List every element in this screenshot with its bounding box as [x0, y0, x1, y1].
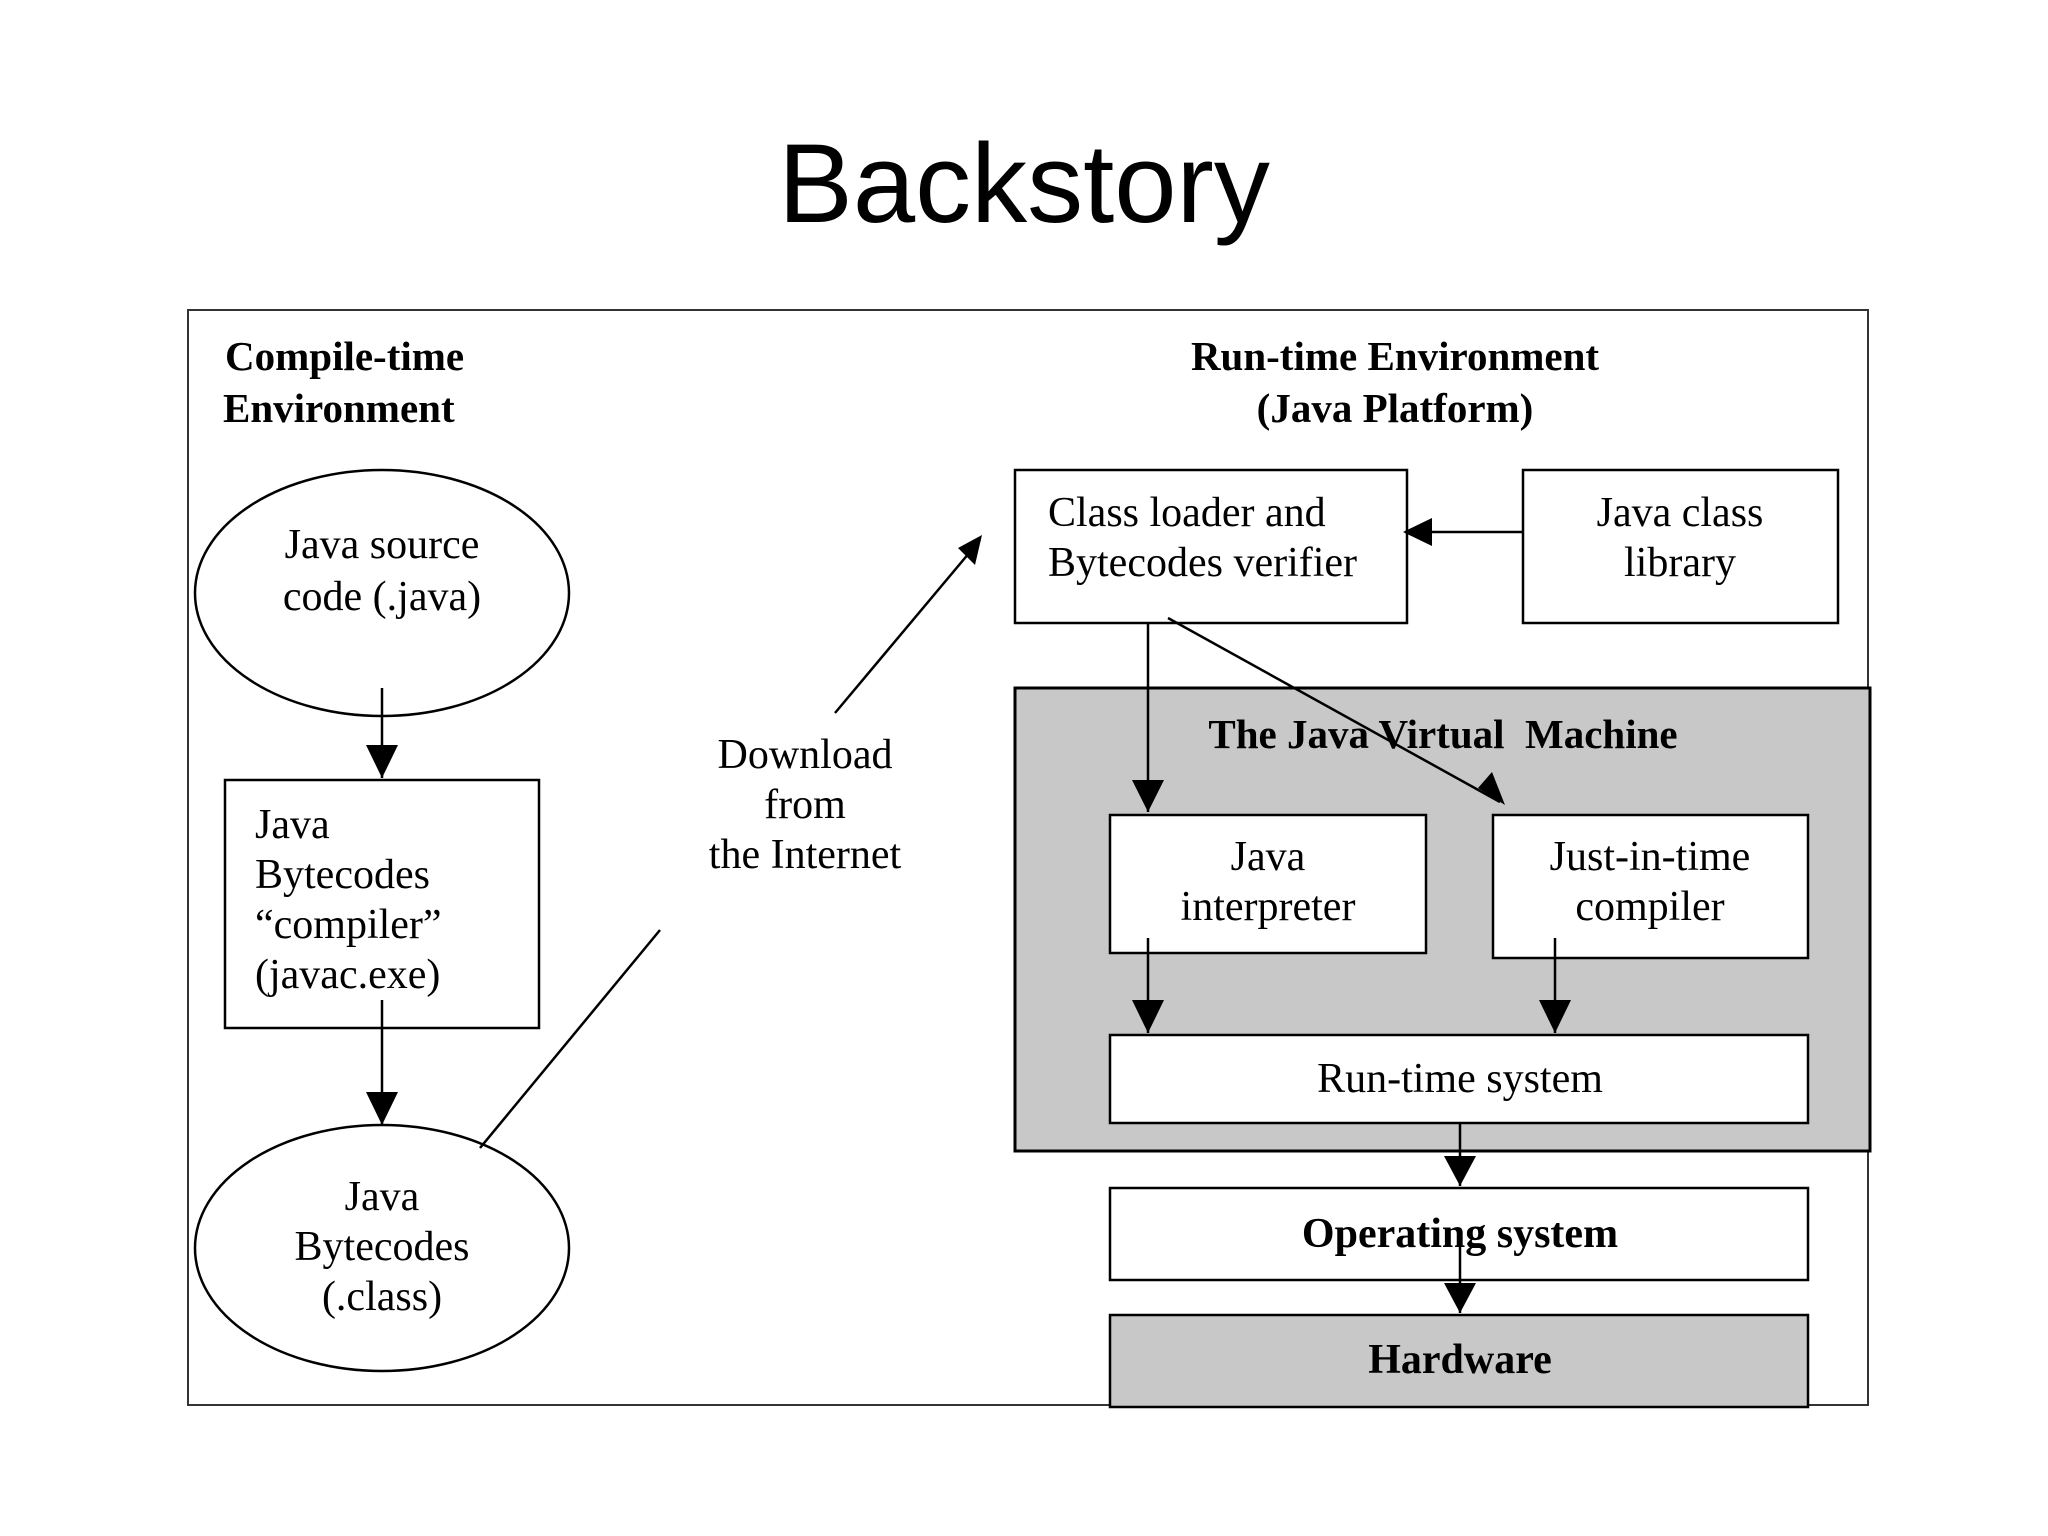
jit-node: Just-in-time compiler — [1491, 813, 1810, 960]
download-line-lower — [479, 929, 661, 1149]
runtime-system-node: Run-time system — [1108, 1033, 1810, 1125]
arrowhead-compiler-to-bytecodes — [366, 1092, 398, 1125]
compiler-box — [223, 778, 541, 1030]
java-source-label-1: Java source — [285, 522, 480, 568]
download-label: Download from the Internet — [709, 732, 902, 878]
interpreter-box — [1108, 813, 1428, 955]
download-label-2: from — [764, 782, 846, 828]
class-library-label-1: Java class — [1597, 490, 1764, 536]
class-loader-node: Class loader and Bytecodes verifier — [1013, 468, 1409, 625]
arrowhead-jit-to-runtime — [1539, 1000, 1571, 1033]
download-line-upper — [834, 539, 981, 714]
arrowhead-source-to-compiler — [366, 745, 398, 778]
bytecodes-label-3: (.class) — [322, 1274, 442, 1320]
compiler-label-4: (javac.exe) — [255, 952, 440, 998]
hardware-node: Hardware — [1108, 1313, 1810, 1409]
jvm-title: The Java Virtual Machine — [1208, 711, 1677, 757]
jit-box — [1491, 813, 1810, 960]
interpreter-node: Java interpreter — [1108, 813, 1428, 955]
bytecodes-label-2: Bytecodes — [295, 1224, 470, 1270]
interpreter-label-2: interpreter — [1181, 884, 1356, 930]
arrow-loader-to-jit — [1167, 616, 1501, 804]
bytecodes-label-1: Java — [345, 1174, 420, 1220]
compile-time-header-line2: Environment — [223, 385, 455, 431]
compiler-label-1: Java — [255, 802, 330, 848]
class-loader-box — [1013, 468, 1409, 625]
class-library-box — [1521, 468, 1840, 625]
arrowhead-download-to-loader — [958, 535, 982, 565]
compiler-label-2: Bytecodes — [255, 852, 430, 898]
arrowhead-runtime-to-os — [1444, 1156, 1476, 1186]
connectors — [366, 518, 1571, 1313]
arrowhead-loader-to-jit — [1478, 772, 1505, 805]
bytecodes-node: Java Bytecodes (.class) — [193, 1123, 571, 1373]
run-time-header-line2: (Java Platform) — [1257, 385, 1534, 431]
slide-title: Backstory — [778, 121, 1270, 246]
runtime-system-label: Run-time system — [1317, 1056, 1603, 1102]
class-library-label-2: library — [1624, 540, 1736, 586]
arrowhead-library-to-loader — [1403, 518, 1432, 546]
hardware-box — [1108, 1313, 1810, 1409]
hardware-label: Hardware — [1368, 1337, 1552, 1383]
compiler-label-3: “compiler” — [255, 902, 442, 948]
download-label-3: the Internet — [709, 832, 902, 878]
arrowhead-loader-to-interpreter — [1132, 780, 1164, 812]
class-loader-label-1: Class loader and — [1048, 490, 1326, 536]
jit-label-2: compiler — [1575, 884, 1724, 930]
run-time-header-line1: Run-time Environment — [1191, 333, 1599, 379]
arrowhead-interpreter-to-runtime — [1132, 1000, 1164, 1033]
java-source-node: Java source code (.java) — [193, 468, 571, 718]
class-loader-label-2: Bytecodes verifier — [1048, 540, 1357, 586]
class-library-node: Java class library — [1521, 468, 1840, 625]
jit-label-1: Just-in-time — [1550, 834, 1751, 880]
java-source-label-2: code (.java) — [283, 574, 481, 620]
interpreter-label-1: Java — [1231, 834, 1306, 880]
runtime-system-box — [1108, 1033, 1810, 1125]
arrowhead-os-to-hardware — [1444, 1283, 1476, 1313]
compiler-node: Java Bytecodes “compiler” (javac.exe) — [223, 778, 541, 1030]
compile-time-header-line1: Compile-time — [225, 333, 464, 379]
download-label-1: Download — [718, 732, 893, 778]
